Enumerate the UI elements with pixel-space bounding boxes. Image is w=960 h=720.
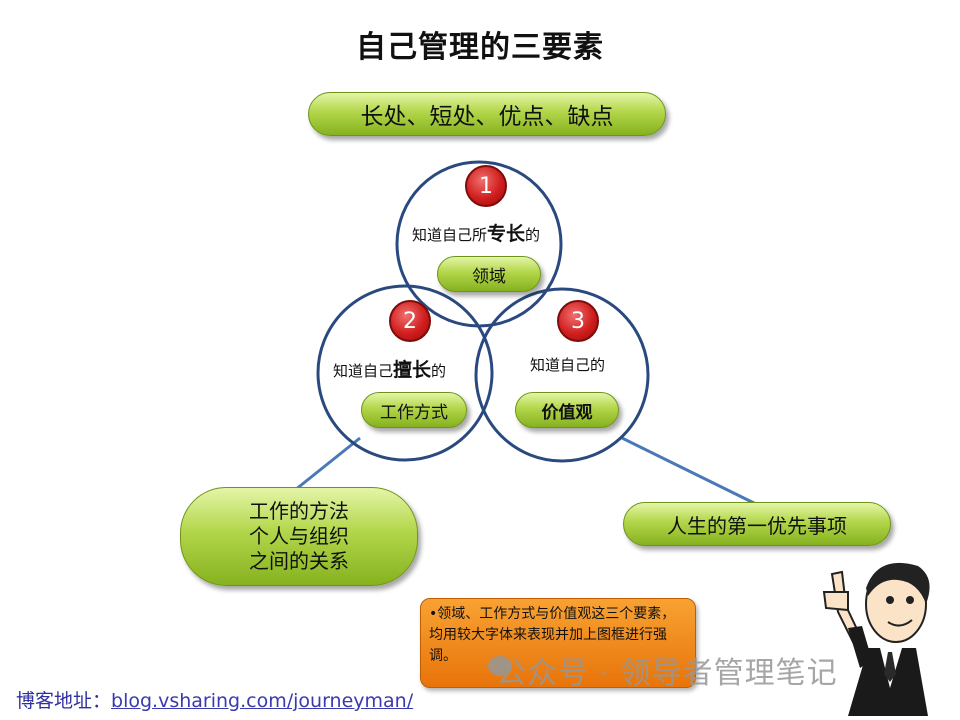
domain-pill: 领域 — [437, 256, 541, 292]
number-badge-1: 1 — [465, 165, 507, 207]
blog-label: 博客地址： — [16, 690, 111, 712]
circle-2-text-before: 知道自己 — [333, 362, 393, 380]
circle-1-text-before: 知道自己所 — [412, 226, 487, 244]
blog-address: 博客地址：blog.vsharing.com/journeyman/ — [16, 686, 413, 713]
circle-1-text-after: 的 — [525, 226, 540, 244]
circle-3-text-before: 知道自己的 — [530, 356, 605, 374]
values-pill: 价值观 — [515, 392, 619, 428]
circle-2-text-after: 的 — [431, 362, 446, 380]
work-method-callout: 工作的方法 个人与组织 之间的关系 — [180, 487, 418, 586]
work-style-pill: 工作方式 — [361, 392, 467, 428]
blog-url-link[interactable]: blog.vsharing.com/journeyman/ — [111, 690, 413, 712]
circle-1-text-bold: 专长 — [487, 223, 525, 245]
left-connector — [295, 438, 360, 490]
number-badge-2: 2 — [389, 300, 431, 342]
circle-2-text: 知道自己擅长的 — [333, 355, 446, 382]
life-priority-callout: 人生的第一优先事项 — [623, 502, 891, 546]
circle-2-text-bold: 擅长 — [393, 359, 431, 381]
callout-line-2: 个人与组织 — [249, 524, 349, 549]
callout-line-3: 之间的关系 — [249, 549, 349, 574]
circle-3-text: 知道自己的 — [530, 354, 605, 375]
circle-1-text: 知道自己所专长的 — [412, 219, 540, 246]
right-connector — [622, 438, 758, 505]
number-badge-3: 3 — [557, 300, 599, 342]
watermark-text: 公众号 · 领导者管理笔记 — [496, 648, 838, 692]
callout-line-1: 工作的方法 — [249, 499, 349, 524]
